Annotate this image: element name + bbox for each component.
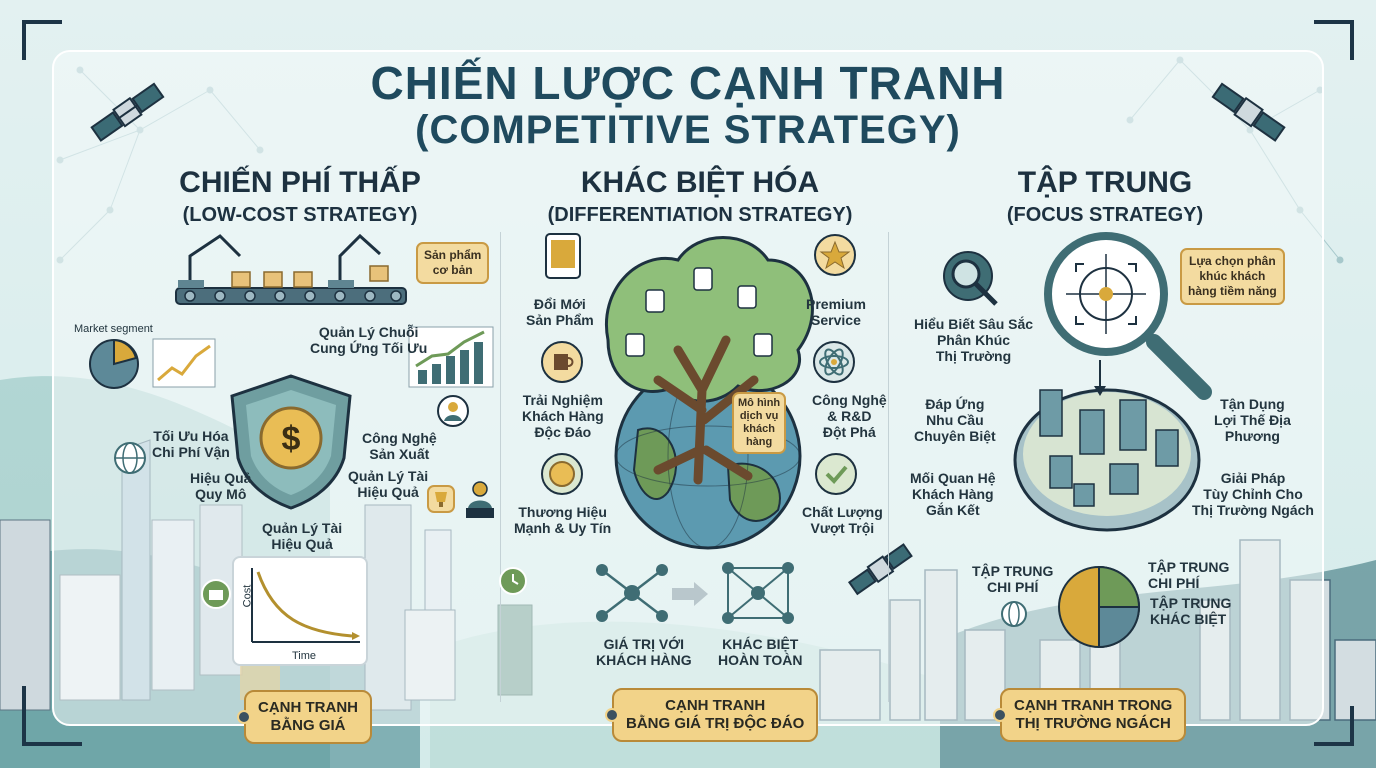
small-magnifier-icon [943, 251, 998, 306]
focus-title: TẬP TRUNG [1017, 166, 1193, 199]
growth-chart-icon [152, 338, 216, 388]
banner-marker-icon [605, 708, 619, 722]
cost-curve-chart [251, 568, 360, 643]
trophy-icon [427, 485, 455, 513]
column-divider [888, 232, 889, 702]
differentiation-subtitle: (DIFFERENTIATION STRATEGY) [547, 204, 853, 226]
focus-pie-chart [1058, 565, 1141, 649]
bar-growth-icon [408, 326, 494, 388]
focus-header: TẬP TRUNG (FOCUS STRATEGY) [930, 166, 1280, 227]
warehouse-icon [201, 579, 231, 609]
frame-corner-bottom-right [1314, 706, 1354, 746]
arrow-right-icon [672, 582, 708, 606]
pie-chart-icon [89, 338, 139, 389]
low-cost-title: CHIẾN PHÍ THẤP [179, 166, 421, 199]
frame-corner-top-right [1314, 20, 1354, 60]
network-hub-icon [596, 564, 668, 622]
mesh-network-icon [722, 562, 794, 624]
differentiation-header: KHÁC BIỆT HÓA (DIFFERENTIATION STRATEGY) [500, 166, 900, 227]
frame-corner-bottom-left [22, 686, 82, 746]
clock-icon [499, 567, 527, 595]
banner-marker-icon [993, 708, 1007, 722]
globe-icon [1001, 601, 1027, 627]
brand-coin-icon [541, 453, 583, 495]
low-cost-header: CHIẾN PHÍ THẤP (LOW-COST STRATEGY) [120, 166, 480, 227]
tree-globe-illustration [605, 236, 814, 550]
magnifier-target-icon [1044, 232, 1212, 400]
satellite-icon [847, 543, 913, 596]
banner-marker-icon [237, 710, 251, 724]
presenter-icon [466, 481, 494, 518]
cost-axis-label: Cost [241, 584, 254, 608]
time-axis-label: Time [292, 650, 317, 662]
column-divider [500, 232, 501, 702]
main-title: CHIẾN LƯỢC CẠNH TRANH [370, 57, 1006, 109]
award-icon [814, 234, 856, 276]
tablet-icon [545, 233, 581, 279]
main-subtitle: (COMPETITIVE STRATEGY) [415, 108, 961, 152]
low-cost-subtitle: (LOW-COST STRATEGY) [182, 204, 418, 226]
cost-time-chart-card: Cost Time [232, 556, 368, 666]
person-icon [437, 395, 469, 427]
svg-text:$: $ [282, 420, 301, 458]
quality-badge-icon [815, 453, 857, 495]
satellite-icon [1211, 82, 1286, 142]
assembly-line-illustration [175, 233, 407, 305]
atom-icon [813, 341, 855, 383]
market-segment-label: Market segment [74, 323, 153, 335]
shield-dollar-icon: $ [230, 374, 352, 510]
globe-icon [114, 442, 146, 474]
satellite-icon [90, 82, 165, 142]
frame-corner-top-left [22, 20, 62, 60]
differentiation-title: KHÁC BIỆT HÓA [580, 166, 820, 199]
coffee-cup-icon [541, 341, 583, 383]
focus-subtitle: (FOCUS STRATEGY) [1006, 204, 1204, 226]
city-disc-illustration [1013, 360, 1201, 532]
